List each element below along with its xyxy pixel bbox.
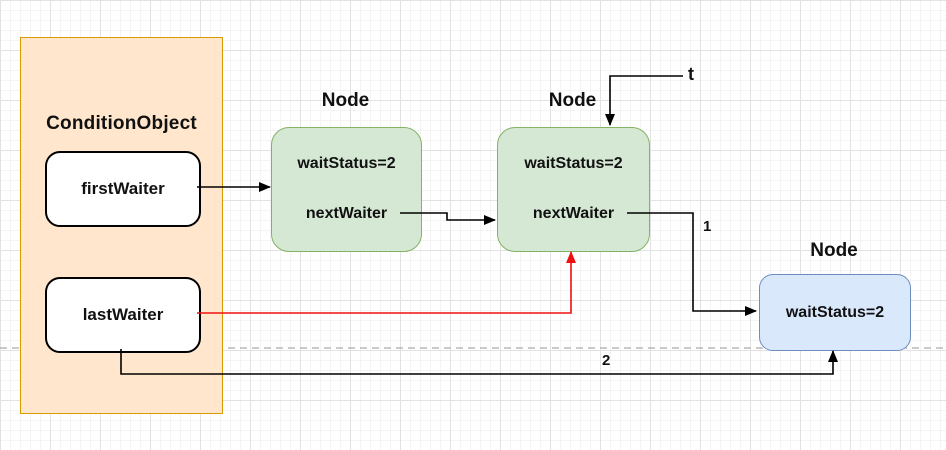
- last-waiter-label: lastWaiter: [82, 305, 164, 324]
- edge-label-2: 2: [602, 352, 611, 369]
- first-waiter-label: firstWaiter: [81, 179, 165, 198]
- node3-waitstatus: waitStatus=2: [785, 303, 885, 321]
- node1-waitstatus: waitStatus=2: [297, 155, 396, 172]
- node2-box: waitStatus=2 nextWaiter: [497, 127, 650, 252]
- node2-title: Node: [548, 90, 597, 111]
- node2-waitstatus: waitStatus=2: [524, 155, 623, 172]
- node1-box: waitStatus=2 nextWaiter: [271, 127, 422, 252]
- node2-nextwaiter: nextWaiter: [532, 205, 615, 222]
- edge-label-t: t: [688, 64, 694, 84]
- edge-label-1: 1: [703, 218, 712, 235]
- condition-object-title: ConditionObject: [46, 113, 197, 134]
- arrow-lastwaiter-to-node2-red: [197, 251, 576, 314]
- node1-nextwaiter: nextWaiter: [305, 205, 388, 222]
- node3-title: Node: [810, 240, 858, 261]
- arrow-lastwaiter-to-node3: [120, 349, 838, 375]
- first-waiter-field: firstWaiter: [45, 151, 201, 227]
- node3-box: waitStatus=2: [759, 274, 911, 351]
- node1-title: Node: [321, 90, 370, 111]
- last-waiter-field: lastWaiter: [45, 277, 201, 353]
